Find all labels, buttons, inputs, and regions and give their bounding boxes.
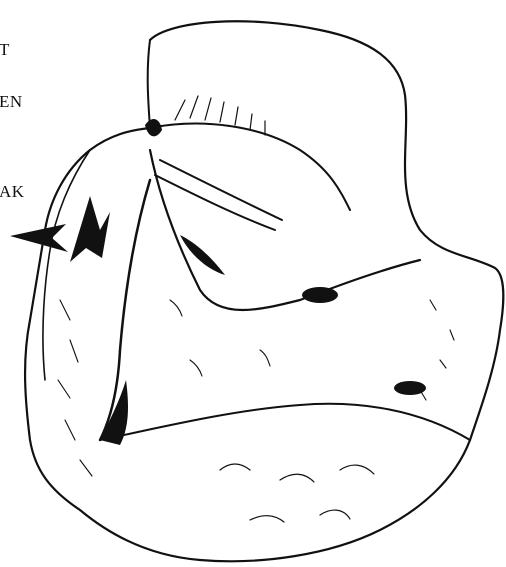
zigzag-arrow-icon: [70, 196, 110, 262]
dark-spot-1: [302, 287, 338, 303]
left-fringe: [43, 150, 90, 380]
shadow-channel: [180, 235, 225, 275]
channel-lower: [155, 175, 275, 230]
label-en: EN: [0, 92, 23, 112]
channel-upper: [160, 160, 282, 220]
lower-belly: [100, 404, 470, 440]
shadow-top-knot: [145, 119, 162, 136]
label-ak: AK: [0, 182, 25, 202]
dark-spot-2: [394, 381, 426, 395]
label-t: T: [0, 40, 10, 60]
shadow-lower-left: [100, 380, 128, 445]
arrowhead-pointer-icon: [10, 224, 68, 252]
upper-lobe-outline: [25, 21, 503, 561]
top-crest: [148, 40, 150, 128]
cavity-rim: [150, 150, 420, 310]
inner-fold-top: [150, 124, 350, 210]
